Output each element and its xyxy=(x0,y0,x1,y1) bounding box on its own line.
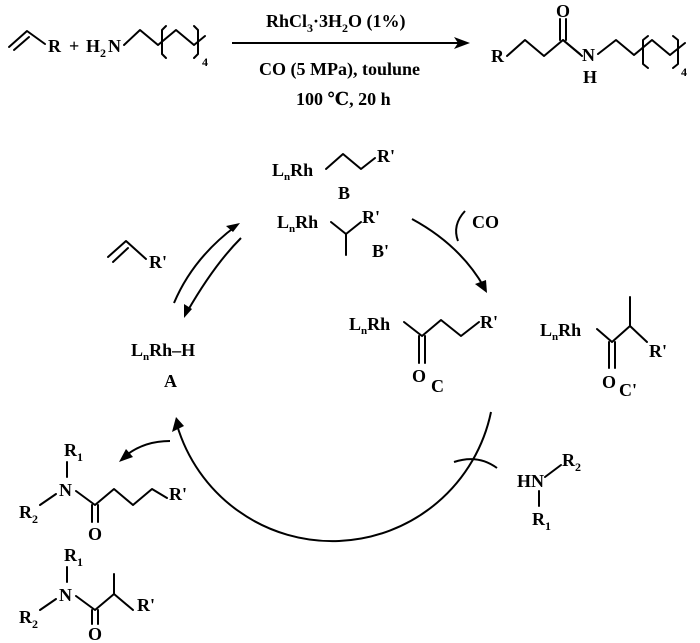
intermediate-b-prime: LnRh R' B' xyxy=(277,207,389,261)
c-prime-o-label: O xyxy=(602,372,616,392)
product-h-label: H xyxy=(583,67,597,87)
branched-r-prime: R' xyxy=(137,595,155,615)
svg-text:LnRh–H: LnRh–H xyxy=(131,340,195,363)
product-amide: R O N H 4 xyxy=(491,1,687,87)
product-repeat-count: 4 xyxy=(681,65,687,79)
intermediate-c-prime: LnRh O R' C' xyxy=(540,296,667,400)
b-r-prime: R' xyxy=(377,146,395,166)
svg-text:LnRh: LnRh xyxy=(349,314,390,337)
linear-r-prime: R' xyxy=(169,484,187,504)
co-label: CO xyxy=(472,212,499,232)
plus-sign: + xyxy=(69,36,79,56)
svg-text:LnRh: LnRh xyxy=(540,320,581,343)
co-insertion-arrow: CO xyxy=(411,210,499,293)
label-a: A xyxy=(164,371,177,391)
c-prime-r-prime: R' xyxy=(649,341,667,361)
product-r-label: R xyxy=(491,46,505,66)
conditions-line1: CO (5 MPa), toulune xyxy=(259,59,420,80)
product-n-label: N xyxy=(582,45,595,65)
intermediate-c: LnRh O R' C xyxy=(349,312,498,396)
catalyst-label: RhCl3·3H2O (1%) xyxy=(266,11,406,35)
amine-nucleophile: HN R2 R1 xyxy=(517,450,581,533)
b-prime-r-prime: R' xyxy=(362,207,380,227)
label-c-prime: C' xyxy=(619,380,637,400)
label-b: B xyxy=(338,183,350,203)
catalyst-a: LnRh–H A xyxy=(131,340,195,391)
svg-text:LnRh: LnRh xyxy=(277,212,318,235)
intermediate-b: LnRh R' B xyxy=(272,146,395,203)
chain-repeat-count: 4 xyxy=(202,55,208,69)
amine-h-subscript: 2 xyxy=(100,46,106,60)
amine-n-label: N xyxy=(108,36,121,56)
label-c: C xyxy=(431,376,444,396)
aminolysis-arc xyxy=(172,411,498,543)
alkene-r-prime: R' xyxy=(149,252,167,272)
equilibrium-arrows xyxy=(173,223,242,318)
cycle-alkene: R' xyxy=(107,240,167,272)
label-b-prime: B' xyxy=(372,241,389,261)
alkene-r-label: R xyxy=(48,36,62,56)
reaction-arrow xyxy=(232,37,470,49)
svg-text:LnRh: LnRh xyxy=(272,160,313,183)
conditions-line2: 100 ℃, 20 h xyxy=(296,89,391,109)
alkene-reagent: R xyxy=(8,30,62,56)
branched-o-label: O xyxy=(88,624,102,643)
c-o-label: O xyxy=(412,366,426,386)
svg-text:R2: R2 xyxy=(19,607,38,631)
branched-n-label: N xyxy=(59,585,72,605)
svg-text:RhCl3·3H2O (1%): RhCl3·3H2O (1%) xyxy=(266,11,406,35)
linear-o-label: O xyxy=(88,524,102,544)
linear-n-label: N xyxy=(59,480,72,500)
amine-hn-label: HN xyxy=(517,471,544,491)
svg-text:R1: R1 xyxy=(64,545,83,569)
branched-amide-product: R1 N R2 O R' xyxy=(19,545,155,643)
amine-reagent: H 2 N 4 xyxy=(86,25,208,69)
c-r-prime: R' xyxy=(480,312,498,332)
release-arrow xyxy=(119,440,171,462)
amine-h-label: H xyxy=(86,36,100,56)
svg-text:R2: R2 xyxy=(562,450,581,474)
svg-text:R2: R2 xyxy=(19,502,38,526)
svg-text:R1: R1 xyxy=(532,509,551,533)
product-o-label: O xyxy=(556,1,570,21)
svg-text:R1: R1 xyxy=(64,440,83,464)
linear-amide-product: R1 N R2 O R' xyxy=(19,440,187,544)
